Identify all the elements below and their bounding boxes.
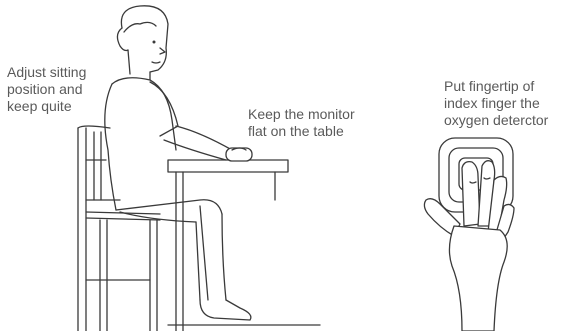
hand [424,161,514,331]
